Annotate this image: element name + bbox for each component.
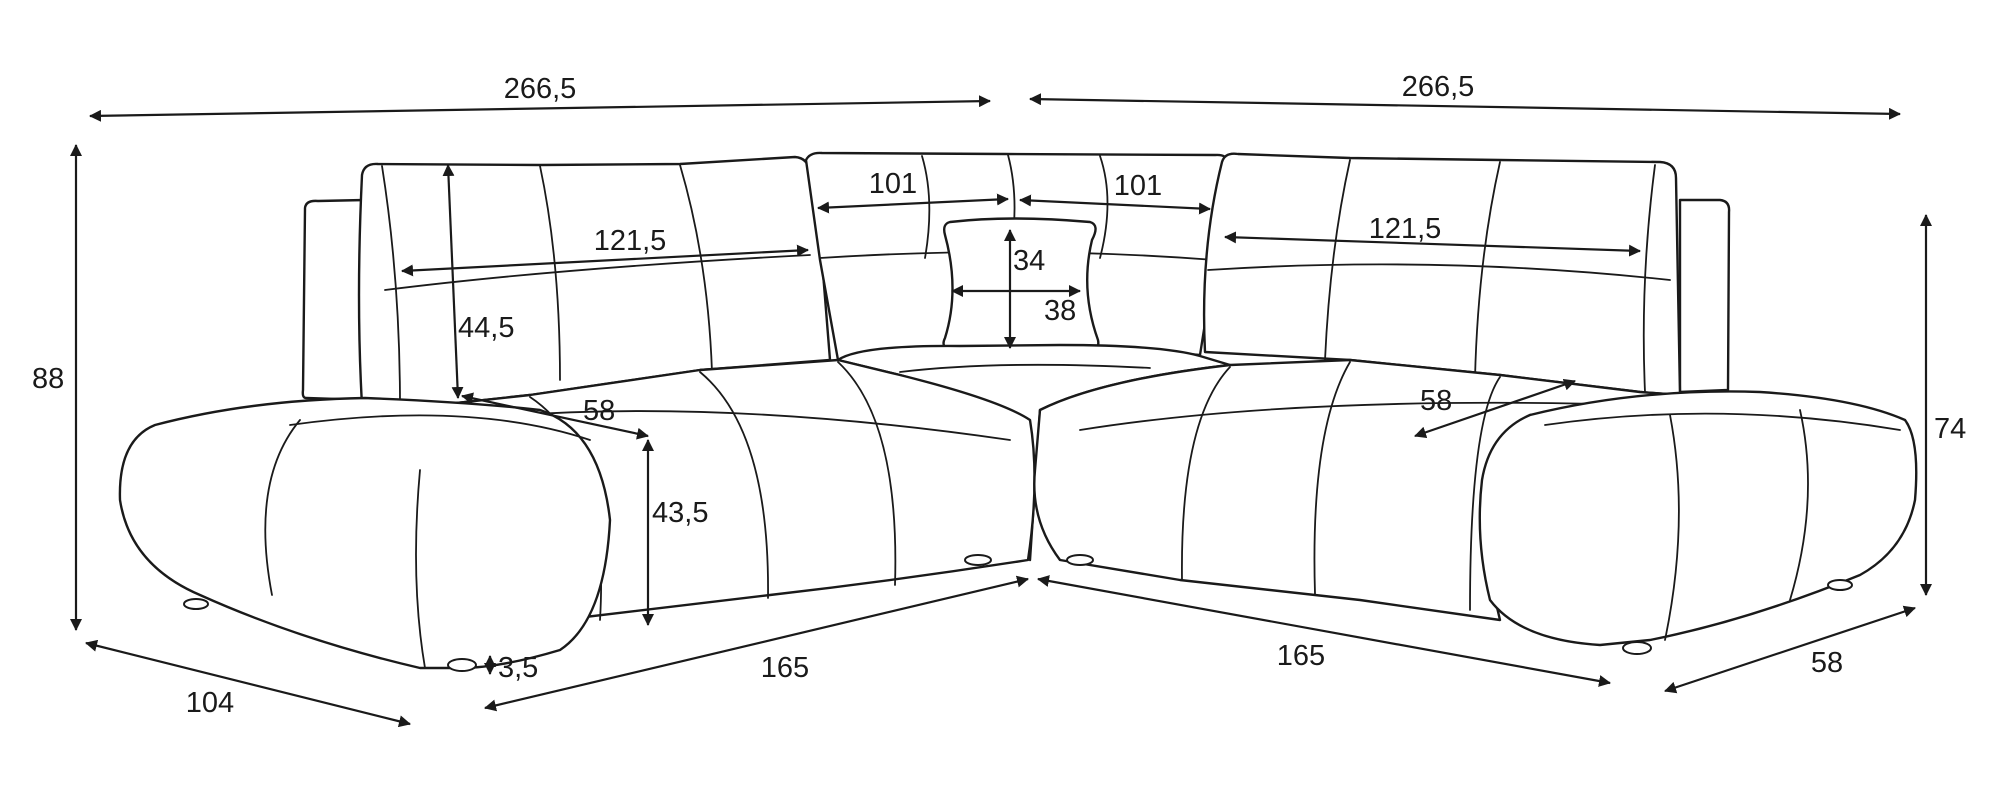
back-height-label: 44,5 <box>458 312 514 344</box>
left-depth-label: 104 <box>186 687 234 719</box>
back-width-right-arrow <box>1224 231 1641 257</box>
foot <box>1622 641 1652 655</box>
pillow-height-label: 34 <box>1013 245 1045 277</box>
left-depth-arrow <box>85 639 411 728</box>
right-back-cushion <box>1202 152 1682 397</box>
top-width-right-arrow <box>1029 93 1901 120</box>
seat-depth-left-arrow <box>461 392 649 440</box>
base-length-left-label: 165 <box>761 652 809 684</box>
back-height-arrow <box>442 164 464 399</box>
left-chaise-end <box>118 396 612 670</box>
foot <box>183 598 209 610</box>
back-width-left-label: 121,5 <box>594 225 667 257</box>
base-length-right-label: 165 <box>1277 640 1325 672</box>
seat-depth-right-arrow <box>1414 378 1576 439</box>
corner-back-left-label: 101 <box>869 168 917 200</box>
right-depth-label: 58 <box>1811 647 1843 679</box>
back-width-right-label: 121,5 <box>1369 213 1442 245</box>
total-height-label: 88 <box>32 363 64 395</box>
top-width-left-label: 266,5 <box>504 73 577 105</box>
foot <box>964 554 992 566</box>
right-chaise-end <box>1478 390 1918 647</box>
foot <box>1827 579 1853 591</box>
corner-back-left-arrow <box>817 193 1009 214</box>
right-depth-arrow <box>1664 605 1916 694</box>
sofa-drawing <box>118 151 1918 672</box>
foot <box>447 658 477 672</box>
dimension-lines <box>70 93 1932 728</box>
seat-depth-right-label: 58 <box>1420 385 1452 417</box>
top-width-right-label: 266,5 <box>1402 71 1475 103</box>
foot <box>1066 554 1094 566</box>
right-armrest-panel <box>1678 198 1731 394</box>
dimension-labels: 266,5 266,5 88 74 121,5 121,5 101 101 44… <box>32 71 1966 719</box>
seat-height-label: 43,5 <box>652 497 708 529</box>
corner-back-right-label: 101 <box>1114 170 1162 202</box>
corner-back-right-arrow <box>1019 194 1211 215</box>
top-width-left-arrow <box>89 95 991 122</box>
decorative-pillow <box>942 217 1100 354</box>
base-length-left-arrow <box>484 575 1029 712</box>
seat-depth-left-label: 58 <box>583 395 615 427</box>
right-height-label: 74 <box>1934 413 1966 445</box>
pillow-width-label: 38 <box>1044 295 1076 327</box>
leg-height-label: 3,5 <box>498 652 538 684</box>
back-width-left-arrow <box>401 244 809 277</box>
left-armrest-panel <box>301 198 368 402</box>
base-length-right-arrow <box>1037 575 1611 687</box>
